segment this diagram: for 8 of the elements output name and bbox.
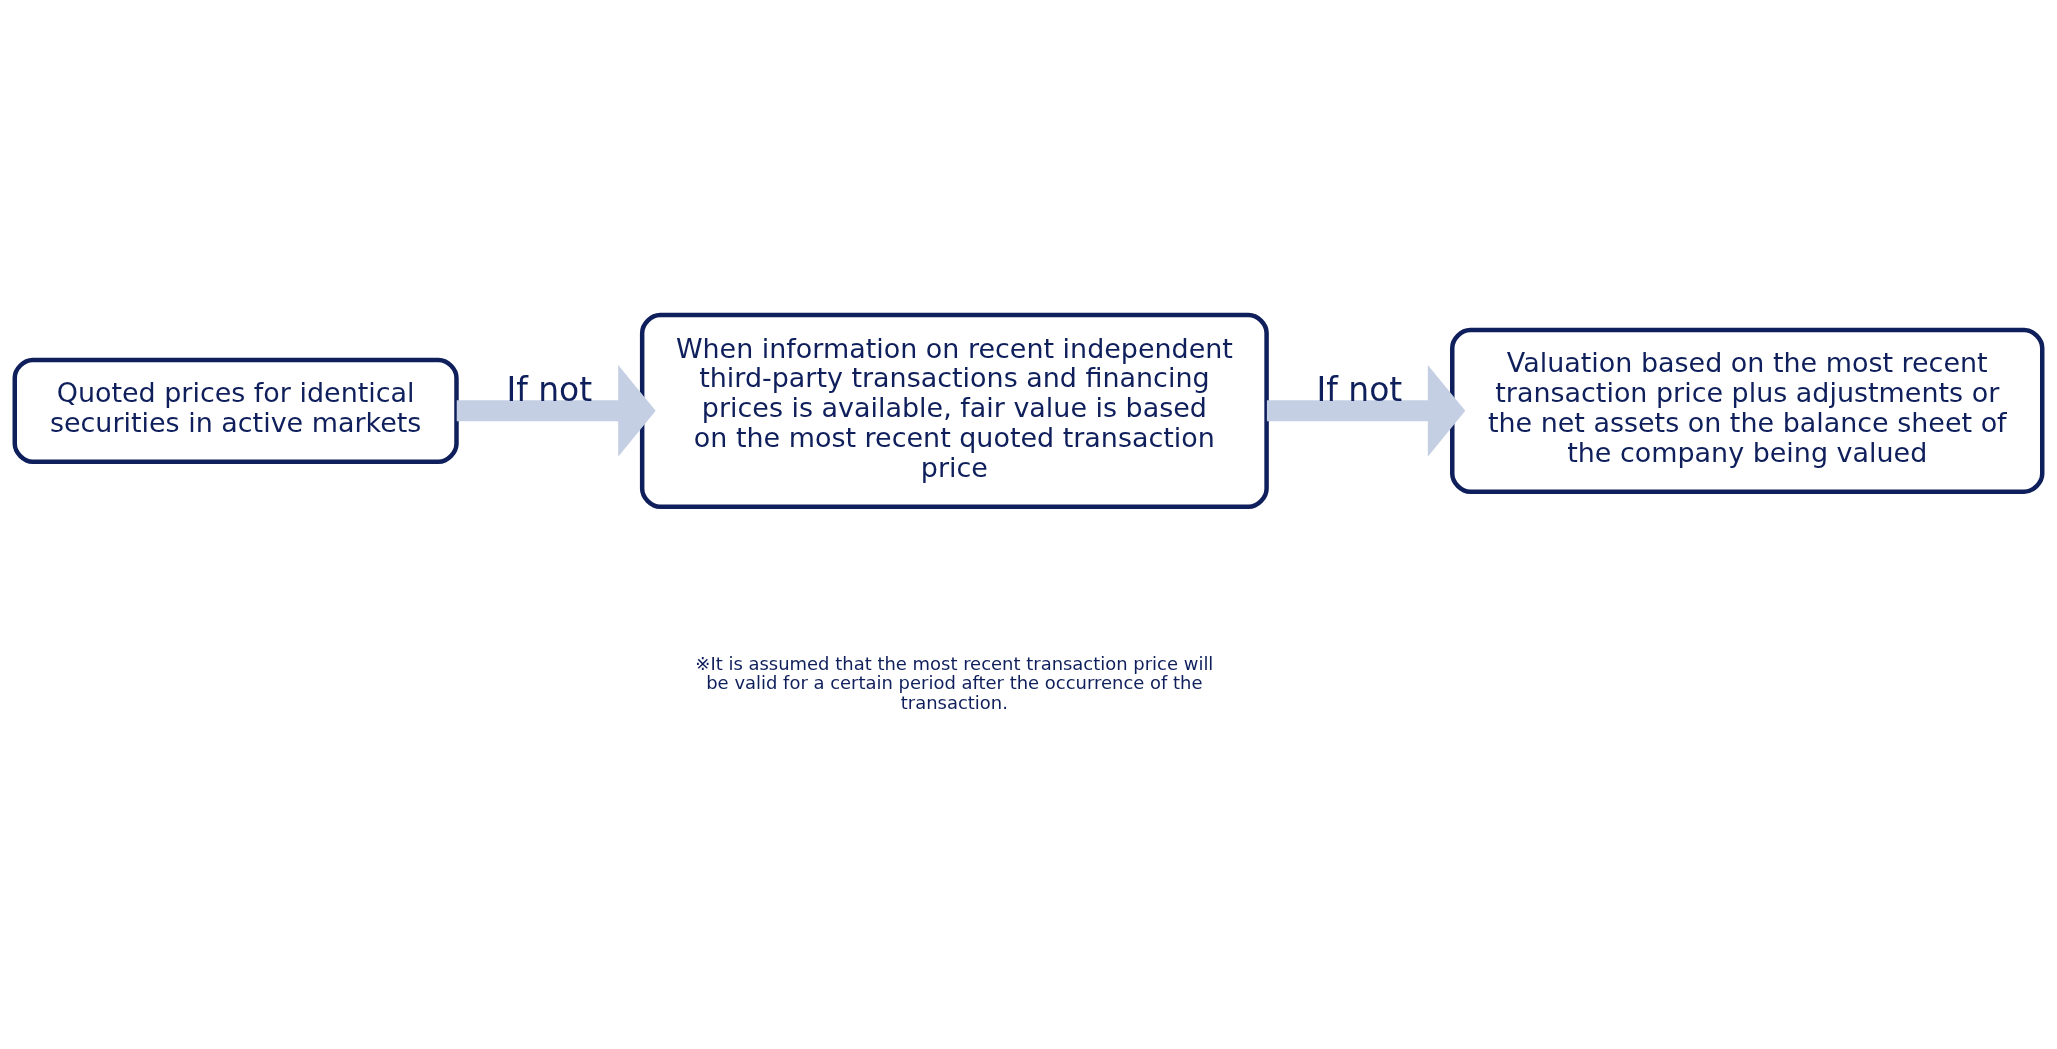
edge-label: If not bbox=[506, 369, 593, 409]
arrow bbox=[1266, 364, 1466, 457]
arrow bbox=[456, 364, 656, 457]
label: ※It is assumed that the most recent transaction price will be valid for a certain period after the occurrence of the transaction. bbox=[695, 652, 1214, 713]
node-box: Quoted prices for identical securities in active markets bbox=[12, 357, 459, 464]
node-box: When information on recent independent third-party transactions and financing prices is available, fair value is based on the most recent quoted transaction price bbox=[639, 312, 1269, 509]
edge-label: If not bbox=[1316, 369, 1403, 409]
node-box: Valuation based on the most recent transaction price plus adjustments or the net assets on the balance sheet of the company being valued bbox=[1450, 327, 2045, 494]
